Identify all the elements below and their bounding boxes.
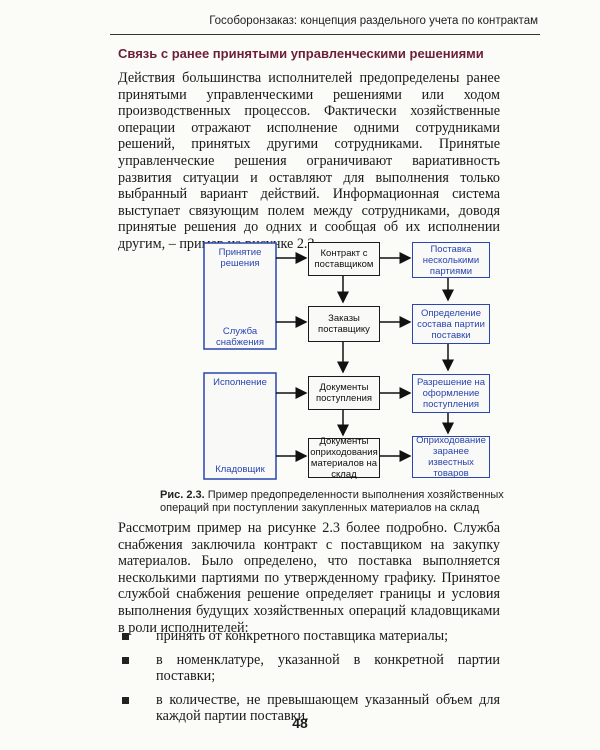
- box-known-goods: Оприходование заранее известных товаров: [412, 435, 490, 479]
- figure-caption: Рис. 2.3. Пример предопределенности выпо…: [160, 489, 505, 515]
- label-storekeeper: Кладовщик: [215, 464, 265, 475]
- box-receipt-permission: Разрешение на оформление поступления: [412, 374, 490, 413]
- label-supply-service: Служба снабжения: [216, 326, 264, 348]
- page-number: 48: [292, 715, 308, 731]
- left-box-execution: [203, 372, 277, 480]
- figure-2-3-diagram: Принятие решения Служба снабжения Исполн…: [118, 230, 500, 500]
- box-orders: Заказы поставщику: [308, 306, 380, 342]
- box-batch-definition: Определение состава партии поставки: [412, 304, 490, 344]
- bullet-square-icon: [122, 696, 129, 704]
- bullet-list: принять от конкретного поставщика матери…: [118, 628, 500, 732]
- diagram-arrows: [203, 242, 454, 480]
- list-item: принять от конкретного поставщика матери…: [118, 628, 500, 645]
- caption-label: Рис. 2.3.: [160, 489, 205, 501]
- paragraph-intro: Действия большинства исполнителей предоп…: [118, 70, 500, 252]
- paragraph-example: Рассмотрим пример на рисунке 2.3 более п…: [118, 520, 500, 636]
- header-rule: [110, 34, 540, 35]
- bullet-square-icon: [122, 633, 129, 640]
- box-receipt-docs: Документы поступления: [308, 376, 380, 410]
- box-posting-docs: Документы оприходования материалов на ск…: [308, 436, 380, 480]
- label-execution: Исполнение: [213, 377, 267, 388]
- caption-text: Пример предопределенности выполнения хоз…: [160, 489, 504, 514]
- label-decision: Принятие решения: [218, 247, 262, 269]
- box-delivery-batches: Поставка несколькими партиями: [412, 242, 490, 278]
- box-contract: Контракт с поставщиком: [308, 242, 380, 276]
- left-box-decision: [203, 242, 277, 350]
- running-header: Гособоронзаказ: концепция раздельного уч…: [209, 15, 538, 27]
- list-item: в количестве, не превышающем указанный о…: [118, 692, 500, 725]
- bullet-square-icon: [122, 656, 129, 664]
- section-title: Связь с ранее принятыми управленческими …: [118, 46, 484, 61]
- list-item: в номенклатуре, указанной в конкретной п…: [118, 652, 500, 685]
